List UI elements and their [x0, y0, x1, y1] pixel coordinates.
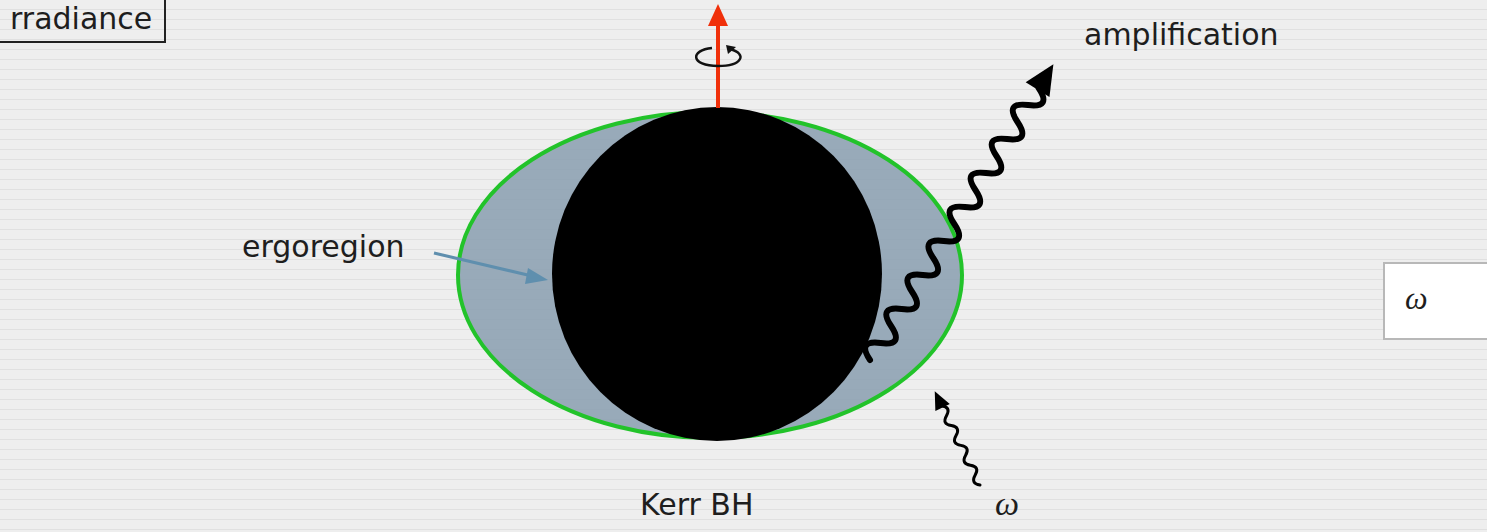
wave-arrowhead [928, 388, 950, 411]
box-text: ω [1405, 280, 1471, 317]
wave-path [861, 82, 1048, 366]
object-label: Kerr BH [640, 488, 753, 523]
frequency-label: ω [995, 484, 1019, 523]
outgoing-wave [858, 57, 1065, 368]
wave-arrowhead [1026, 57, 1066, 97]
box-text: rradiance [10, 2, 152, 37]
wave-path [938, 404, 984, 487]
leader-arrow [434, 253, 532, 276]
region-label: ergoregion [242, 230, 405, 265]
title-box: rradiance [0, 0, 166, 43]
spin-arrowhead [708, 4, 728, 26]
black-hole [552, 107, 882, 441]
wave-label: amplification [1084, 18, 1279, 53]
condition-box: ω [1383, 262, 1487, 340]
leader-arrowhead [525, 268, 548, 284]
rotation-arrow [696, 48, 740, 66]
incoming-wave [928, 388, 988, 489]
rotation-arrowhead [726, 45, 736, 54]
